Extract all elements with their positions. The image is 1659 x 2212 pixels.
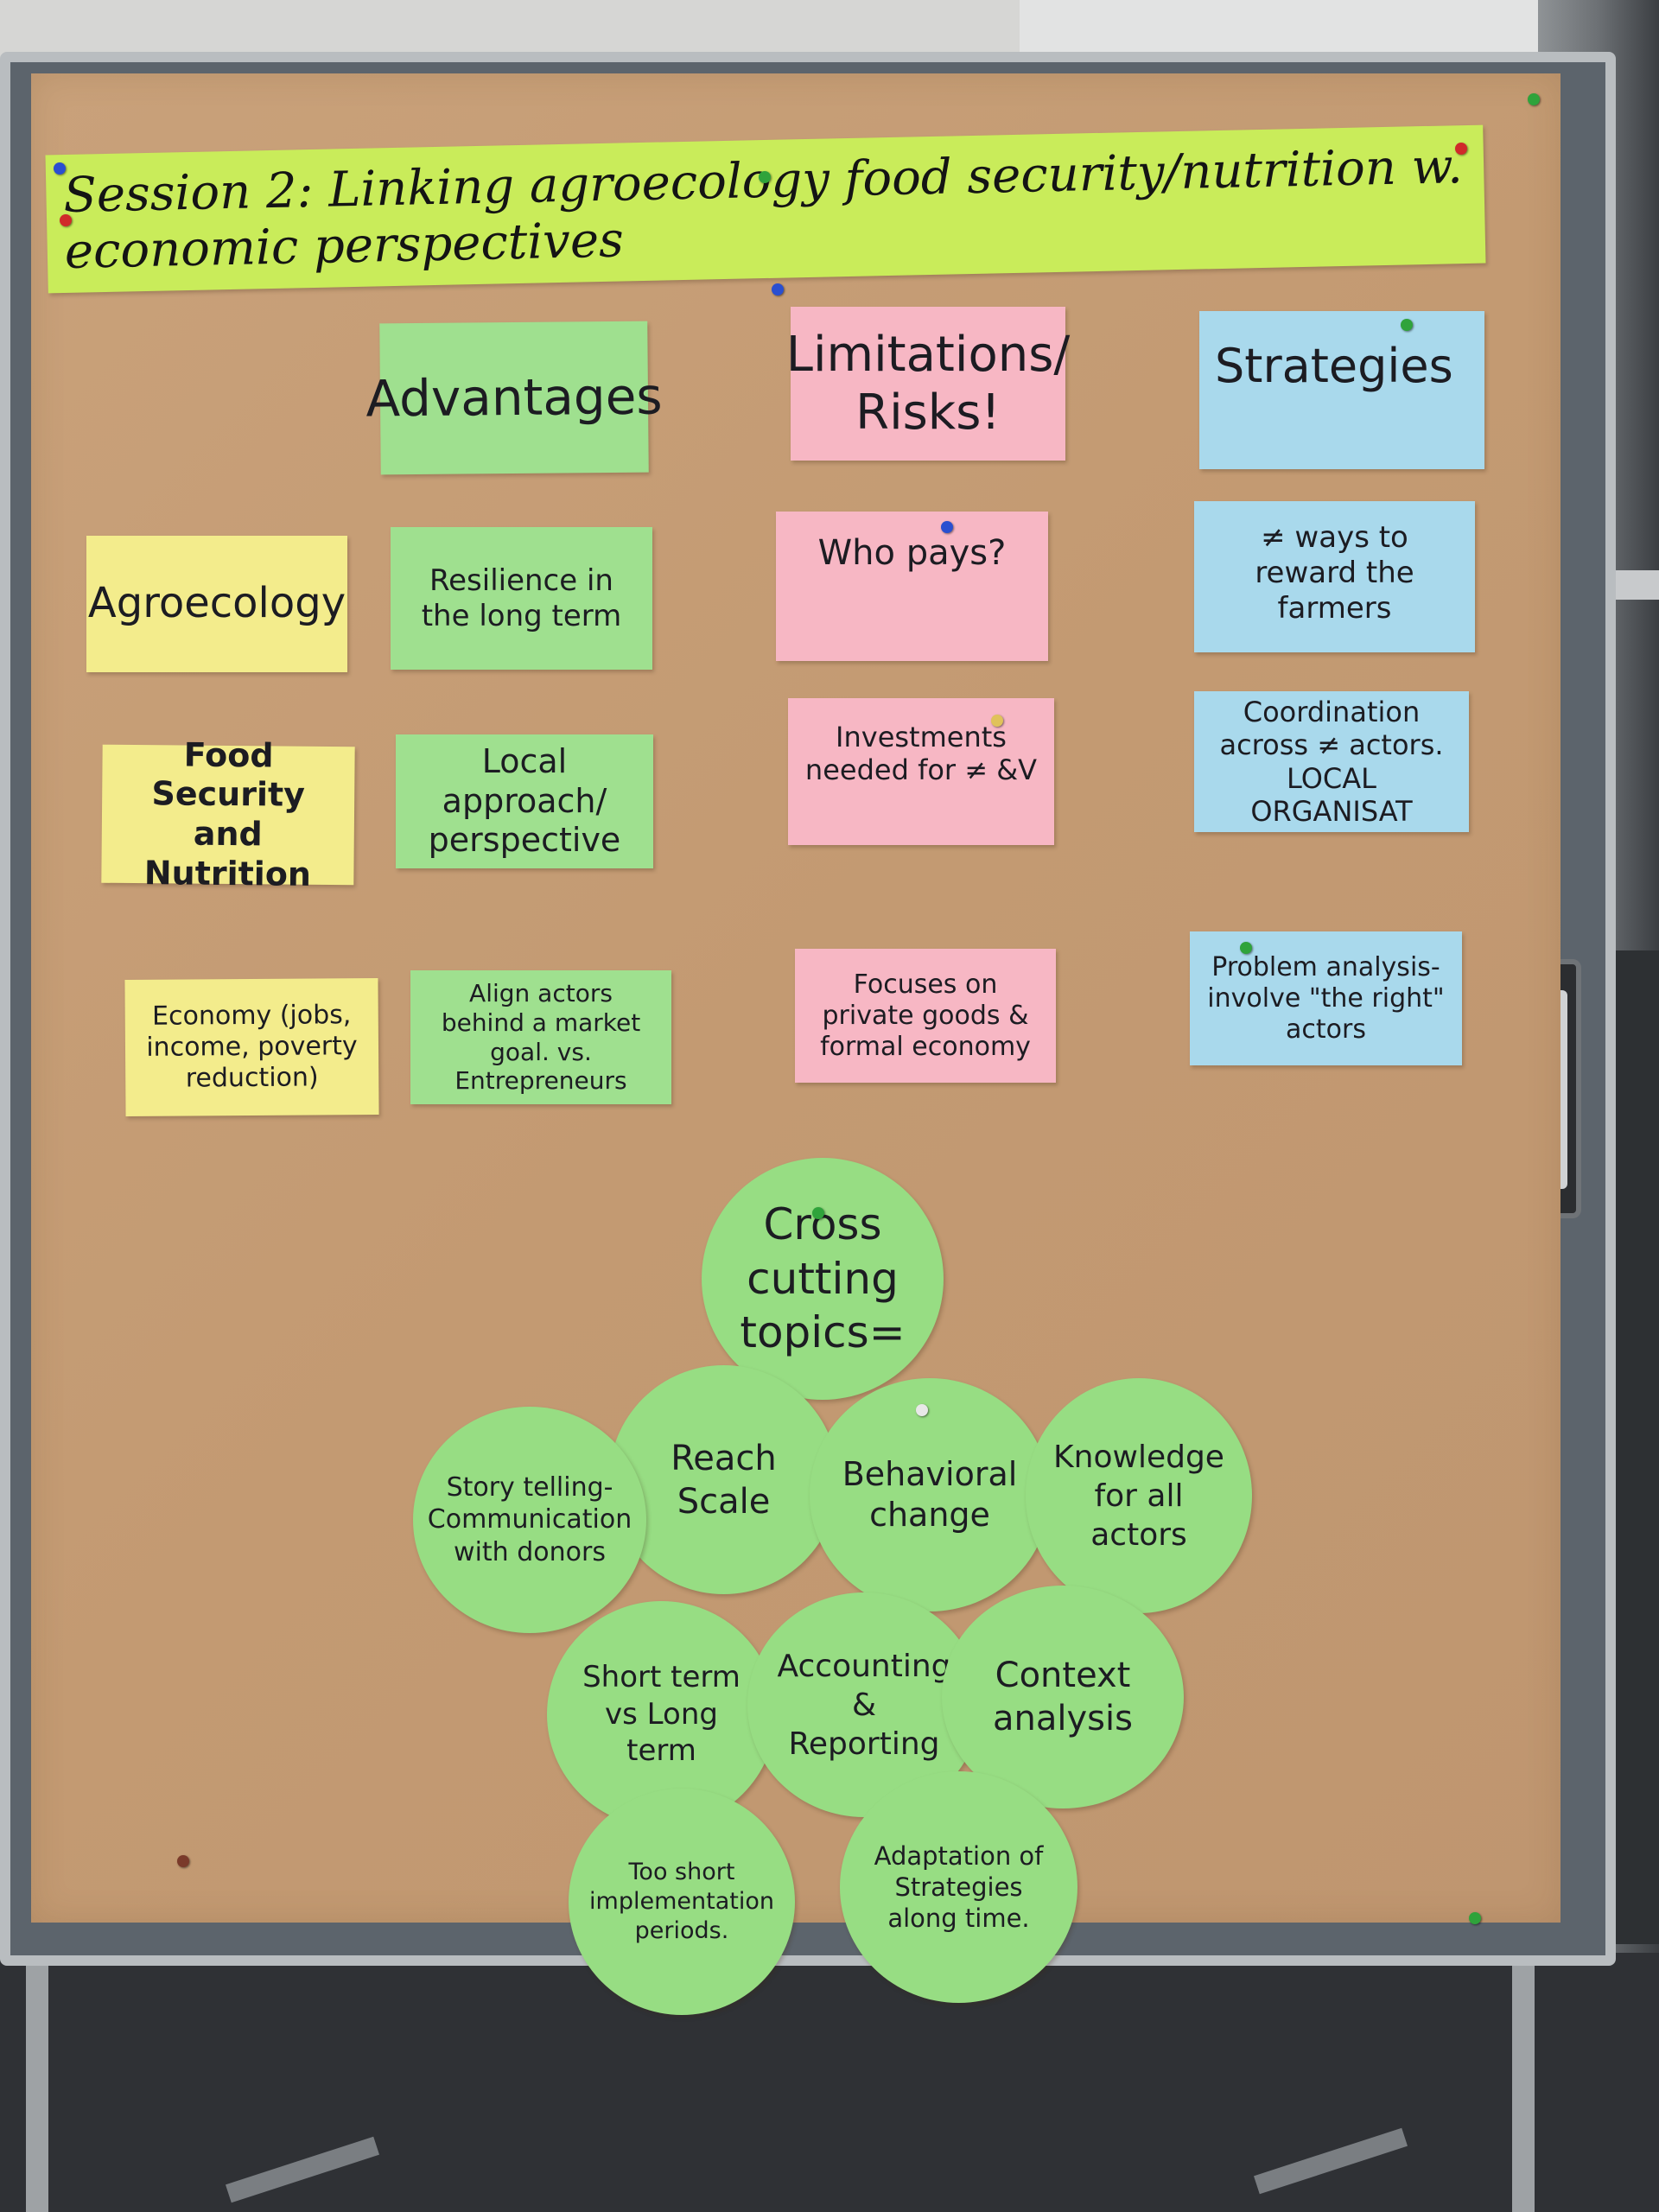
pushpin <box>772 283 784 296</box>
row-label-food-security: Food Security and Nutrition <box>101 735 355 893</box>
circle-story-telling: Story telling- Communication with donors <box>413 1407 646 1633</box>
pushpin <box>941 521 953 533</box>
row-label-economy: Economy (jobs, income, poverty reduction… <box>124 977 379 1117</box>
pushpin <box>60 214 72 226</box>
strategy-coordination: Coordination across ≠ actors. LOCAL ORGA… <box>1194 691 1469 832</box>
circle-context-analysis: Context analysis <box>942 1586 1184 1808</box>
pushpin <box>1401 319 1413 331</box>
background-door <box>1020 0 1538 54</box>
pushpin <box>54 162 66 175</box>
pushpin <box>1528 93 1540 105</box>
limitation-private-goods: Focuses on private goods & formal econom… <box>795 949 1056 1083</box>
pushpin <box>177 1855 189 1867</box>
circle-behavioral-change: Behavioral change <box>810 1378 1050 1611</box>
strategy-reward-farmers: ≠ ways to reward the farmers <box>1194 501 1475 652</box>
limitation-investments: Investments needed for ≠ &V <box>788 698 1054 845</box>
strategy-problem-analysis: Problem analysis- involve "the right" ac… <box>1190 931 1462 1065</box>
board-leg-left <box>26 1953 48 2212</box>
pushpin <box>812 1207 824 1219</box>
pushpin <box>1240 942 1252 954</box>
advantage-resilience: Resilience in the long term <box>391 527 652 670</box>
circle-adaptation-strategies: Adaptation of Strategies along time. <box>840 1771 1077 2003</box>
header-limitations: Limitations/ Risks! <box>786 307 1070 461</box>
advantage-local-approach: Local approach/ perspective <box>396 734 653 868</box>
circle-reach-scale: Reach Scale <box>609 1365 838 1594</box>
floor <box>0 1953 1659 2212</box>
circle-cross-cutting-title: Cross cutting topics= <box>702 1158 944 1400</box>
header-advantages: Advantages <box>365 321 663 475</box>
pushpin <box>1455 143 1467 155</box>
limitation-who-pays: Who pays? <box>776 512 1048 661</box>
row-label-agroecology: Agroecology <box>86 536 347 672</box>
pushpin <box>1469 1912 1481 1924</box>
circle-knowledge: Knowledge for all actors <box>1026 1378 1252 1613</box>
banner-title: Session 2: Linking agroecology food secu… <box>62 138 1464 280</box>
pushpin <box>916 1404 928 1416</box>
pushpin <box>991 715 1003 727</box>
advantage-align-actors: Align actors behind a market goal. vs. E… <box>410 970 671 1104</box>
circle-implementation-periods: Too short implementation periods. <box>569 1789 795 2015</box>
board-leg-right <box>1512 1953 1535 2212</box>
pushpin <box>759 171 771 183</box>
header-strategies: Strategies <box>1199 311 1484 469</box>
